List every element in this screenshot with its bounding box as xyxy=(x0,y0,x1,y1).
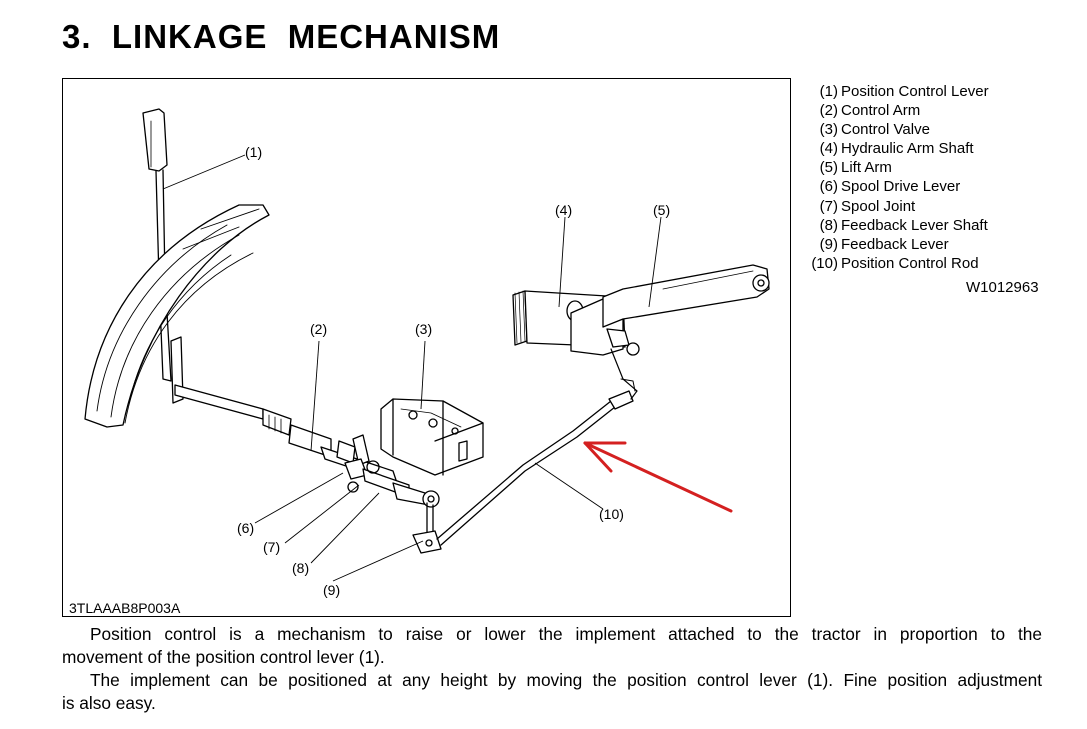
legend-item: (10)Position Control Rod xyxy=(803,254,1003,273)
legend-label: Spool Joint xyxy=(841,197,916,215)
legend-number: (7) xyxy=(819,197,838,215)
section-heading: 3. LINKAGE MECHANISM xyxy=(62,18,500,56)
position-control-lever-drawing xyxy=(142,108,172,382)
paragraph-1: Position control is a mechanism to raise… xyxy=(62,623,1042,669)
paragraph-2: The implement can be positioned at any h… xyxy=(62,669,1042,715)
legend-item: (5)Lift Arm xyxy=(803,158,1003,177)
linkage-diagram-drawing xyxy=(84,108,770,582)
legend-label: Feedback Lever xyxy=(841,235,949,253)
legend-label: Hydraulic Arm Shaft xyxy=(841,140,974,158)
legend-label: Control Valve xyxy=(841,121,930,139)
legend-number: (5) xyxy=(819,159,838,177)
callout-7: (7) xyxy=(263,539,281,555)
legend-item: (9)Feedback Lever xyxy=(803,235,1003,254)
leader-lines xyxy=(162,154,662,582)
legend-item: (7)Spool Joint xyxy=(803,197,1003,216)
feedback-lever-drawing xyxy=(412,502,442,554)
position-control-rod-drawing xyxy=(436,390,634,546)
paragraph-1-line-2: movement of the position control lever (… xyxy=(62,647,385,667)
legend-item: (3)Control Valve xyxy=(803,120,1003,139)
section-title: LINKAGE MECHANISM xyxy=(111,18,501,55)
callout-6: (6) xyxy=(237,520,255,536)
legend-number: (1) xyxy=(819,83,838,100)
paragraph-1-line-1: Position control is a mechanism to raise… xyxy=(90,624,1042,644)
legend-item: (1)Position Control Lever xyxy=(803,82,1003,101)
legend-item: (8)Feedback Lever Shaft xyxy=(803,216,1003,235)
annotation-arrow xyxy=(583,441,733,513)
control-shaft-drawing xyxy=(170,336,292,436)
callout-10: (10) xyxy=(599,506,624,522)
legend-number: (9) xyxy=(819,235,838,253)
callout-8: (8) xyxy=(292,560,310,576)
control-valve-drawing xyxy=(352,398,484,476)
lever-guide-drawing xyxy=(84,204,270,428)
legend-item: (2)Control Arm xyxy=(803,101,1003,120)
lift-arm-assembly-drawing xyxy=(512,264,770,400)
legend-label: Position Control Lever xyxy=(841,83,989,100)
legend-label: Position Control Rod xyxy=(841,254,979,272)
legend-number: (3) xyxy=(819,121,838,139)
callout-1: (1) xyxy=(245,144,263,160)
parts-legend: (1)Position Control Lever (2)Control Arm… xyxy=(803,82,1003,273)
legend-label: Spool Drive Lever xyxy=(841,178,961,196)
reference-code: W1012963 xyxy=(966,279,1039,296)
section-number: 3. xyxy=(62,18,92,55)
legend-number: (8) xyxy=(819,216,838,234)
legend-number: (2) xyxy=(819,102,838,120)
legend-label: Control Arm xyxy=(841,102,921,120)
callout-9: (9) xyxy=(323,582,341,598)
legend-label: Lift Arm xyxy=(841,159,892,177)
callout-5: (5) xyxy=(653,202,671,218)
legend-item: (6)Spool Drive Lever xyxy=(803,177,1003,196)
callout-4: (4) xyxy=(555,202,573,218)
paragraph-2-line-1: The implement can be positioned at any h… xyxy=(90,670,1042,690)
callout-3: (3) xyxy=(415,321,433,337)
paragraph-2-line-2: is also easy. xyxy=(62,693,156,713)
callout-2: (2) xyxy=(310,321,328,337)
legend-label: Feedback Lever Shaft xyxy=(841,216,988,234)
legend-item: (4)Hydraulic Arm Shaft xyxy=(803,139,1003,158)
linkage-diagram-figure: (1) (2) (3) (4) (5) (6) (7) (8) (9) (10)… xyxy=(62,78,791,617)
figure-code: 3TLAAAB8P003A xyxy=(69,600,181,616)
legend-number: (10) xyxy=(811,254,838,272)
legend-number: (6) xyxy=(819,178,838,196)
legend-number: (4) xyxy=(819,140,838,158)
